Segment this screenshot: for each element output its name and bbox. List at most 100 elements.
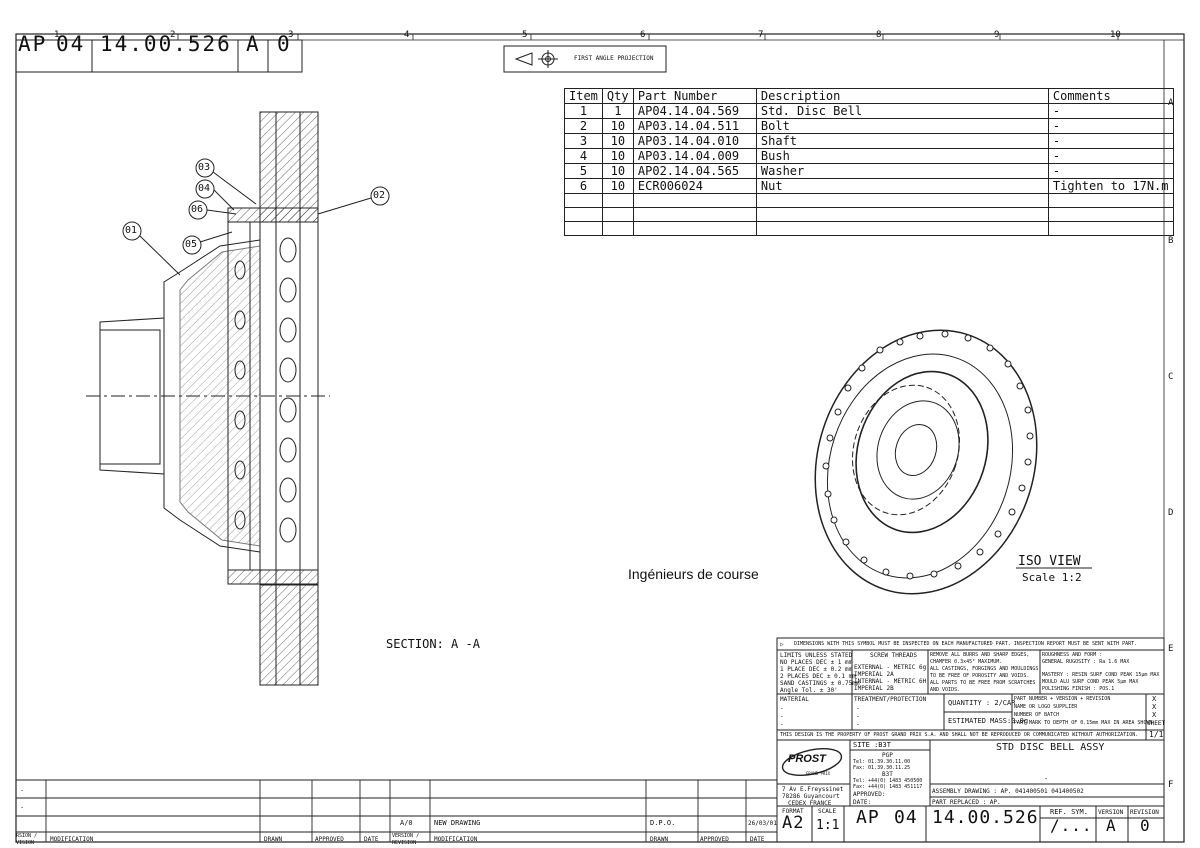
threads-line: IMPERIAL 2A — [854, 671, 894, 678]
bom-header-part-number: Part Number — [632, 88, 757, 104]
rev-header: APPROVED — [315, 836, 344, 843]
table-row: 5 10 AP02.14.04.565 Washer - — [564, 163, 1174, 179]
part-mark-line: PART NUMBER + VERSION + REVISION — [1014, 696, 1111, 702]
bom-cell: 1 — [601, 103, 634, 119]
balloon-06: 06 — [191, 204, 204, 215]
section-label: SECTION: A -A — [386, 637, 480, 651]
part-mark-x: X — [1152, 711, 1157, 719]
doc-prefix: AP — [18, 32, 48, 56]
bom-cell: 4 — [564, 148, 603, 164]
limits-line: 1 PLACE DEC ± 0.2 mm — [780, 666, 853, 673]
treatment-dash: - — [856, 705, 860, 712]
rev-header: DRAWN — [264, 836, 283, 843]
part-mark-x: X — [1152, 703, 1157, 711]
grid-row-e: E — [1168, 644, 1174, 654]
bom-cell: 10 — [601, 118, 634, 134]
treatment-dash: - — [856, 721, 860, 728]
bom-cell: 2 — [564, 118, 603, 134]
limits-line: Angle Tol. ± 30' — [780, 687, 838, 694]
bom-cell: - — [1047, 118, 1174, 134]
bom-cell: AP03.14.04.010 — [632, 133, 757, 149]
rev-header: DATE — [750, 836, 765, 843]
pgp-label: PGP — [882, 752, 893, 759]
rev-header: VERSION / REVISION — [392, 833, 420, 846]
sheet-label: SHEET — [1147, 720, 1166, 727]
material-dash: - — [780, 721, 784, 728]
part-mark-line: NUMBER OF BATCH — [1014, 712, 1060, 718]
grid-col-3: 3 — [288, 30, 294, 40]
bom-cell: 3 — [564, 133, 603, 149]
balloon-02: 02 — [373, 190, 386, 201]
tb-doc-prefix: AP — [856, 807, 880, 828]
limits-line: SAND CASTINGS ± 0.75mm — [780, 680, 860, 687]
limits-title: LIMITS UNLESS STATED — [780, 652, 853, 659]
doc-number-header-box — [15, 39, 303, 73]
doc-number: 14.00.526 — [100, 32, 232, 56]
scale-value: 1:1 — [816, 818, 840, 833]
bom-header-comments: Comments — [1047, 88, 1174, 104]
projection-box — [503, 45, 667, 73]
b3t-fax: Fax: +44(0) 1483 451117 — [853, 784, 923, 790]
prost-logo-sub: GRAND PRIX — [806, 771, 831, 776]
grid-col-4: 4 — [404, 30, 410, 40]
bom-cell: Bush — [755, 148, 1049, 164]
revision-entry-date: 26/03/01 — [748, 820, 777, 827]
rev-header: RSION / VISION — [16, 833, 38, 846]
bom-header-row: Item Qty Part Number Description Comment… — [564, 88, 1174, 104]
roughness-line: MOULD ALU SURF COND PEAK 5µm MAX — [1042, 679, 1139, 685]
rev-header: DRAWN — [650, 836, 669, 843]
table-row: 2 10 AP03.14.04.511 Bolt - — [564, 118, 1174, 134]
grid-col-8: 8 — [876, 30, 882, 40]
bom-header-qty: Qty — [601, 88, 634, 104]
format-label: FORMAT — [782, 808, 804, 815]
title-dash: - — [1044, 775, 1049, 783]
approved-label: APPROVED: — [853, 791, 886, 798]
part-replaced: PART REPLACED : AP. — [932, 799, 1001, 806]
version-label: VERSION — [1098, 809, 1124, 816]
doc-revision: 0 — [277, 32, 292, 56]
grid-col-1: 1 — [54, 30, 60, 40]
quantity-value: QUANTITY : 2/CAR — [948, 699, 1016, 707]
threads-title: SCREW THREADS — [870, 652, 917, 659]
bom-cell: AP03.14.04.009 — [632, 148, 757, 164]
watermark-text: Ingénieurs de course — [628, 566, 759, 582]
first-angle-projection-icon — [514, 50, 558, 68]
burrs-line: CHAMFER 0.3x45° MAXIMUM. — [930, 659, 1003, 665]
bill-of-materials: Item Qty Part Number Description Comment… — [564, 88, 1174, 236]
pgp-tel: Tel: 01.39.30.11.00 — [853, 759, 911, 765]
prost-logo-icon — [781, 748, 843, 776]
tb-revision-value: 0 — [1140, 816, 1151, 835]
inspection-notice: DIMENSIONS WITH THIS SYMBOL MUST BE INSP… — [794, 641, 1138, 647]
drawing-title: STD DISC BELL ASSY — [996, 742, 1105, 753]
bom-cell: 10 — [601, 133, 634, 149]
bom-cell: AP04.14.04.569 — [632, 103, 757, 119]
bom-cell: Shaft — [755, 133, 1049, 149]
bom-cell: Washer — [755, 163, 1049, 179]
table-row: 1 1 AP04.14.04.569 Std. Disc Bell - — [564, 103, 1174, 119]
doc-version: A — [246, 32, 261, 56]
bom-cell: AP03.14.04.511 — [632, 118, 757, 134]
threads-line: IMPERIAL 2B — [854, 685, 894, 692]
prost-logo-text: PROST — [788, 753, 826, 765]
burrs-line: ALL PARTS TO BE FREE FROM SCRATCHES — [930, 680, 1036, 686]
part-mark-x: X — [1152, 695, 1157, 703]
rev-header: MODIFICATION — [50, 836, 94, 843]
table-row-empty — [564, 193, 1174, 208]
treatment-dash: - — [856, 713, 860, 720]
burrs-line: REMOVE ALL BURRS AND SHARP EDGES, — [930, 652, 1030, 658]
address-line: CEDEX FRANCE — [788, 800, 832, 807]
grid-col-7: 7 — [758, 30, 764, 40]
threads-line: INTERNAL - METRIC 6H — [854, 678, 927, 685]
table-row: 4 10 AP03.14.04.009 Bush - — [564, 148, 1174, 164]
bom-cell: - — [1047, 133, 1174, 149]
grid-row-d: D — [1168, 508, 1174, 518]
ref-sym-label: REF. SYM. — [1050, 808, 1088, 816]
balloon-01: 01 — [125, 225, 138, 236]
burrs-line: TO BE FREE OF POROSITY AND VOIDS. — [930, 673, 1030, 679]
material-dash: - — [780, 705, 784, 712]
balloon-05: 05 — [185, 239, 198, 250]
iso-view-disc — [814, 329, 1038, 595]
site-value: SITE :B3T — [853, 741, 891, 749]
ref-sym-value: /... — [1050, 816, 1093, 835]
